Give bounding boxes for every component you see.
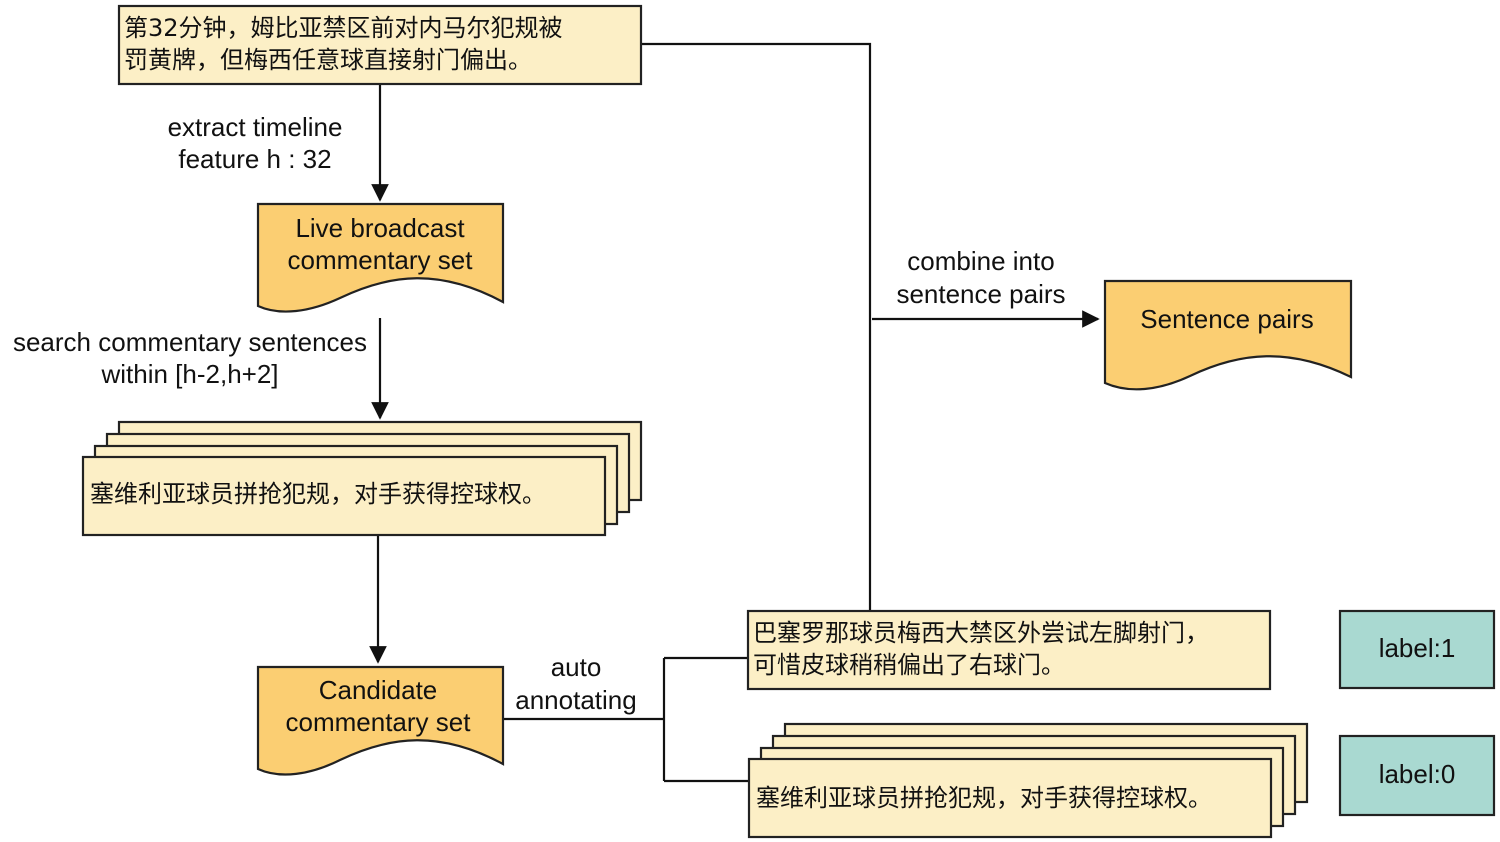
search-line-1: search commentary sentences [13,327,367,357]
source-box: 第32分钟，姆比亚禁区前对内马尔犯规被 罚黄牌，但梅西任意球直接射门偏出。 [117,4,643,86]
edge-label-search: search commentary sentences within [h-2,… [13,327,367,389]
candidate-line-1: Candidate [319,675,438,705]
candidate-line-2: commentary set [286,707,472,737]
connectors [369,42,1100,783]
edge-label-combine: combine into sentence pairs [896,246,1065,309]
edge-label-annotate: auto annotating [515,652,636,715]
positive-example-box: 巴塞罗那球员梅西大禁区外尝试左脚射门， 可惜皮球稍稍偏出了右球门。 [746,609,1272,691]
right-stacked-notes: 塞维利亚球员拼抢犯规，对手获得控球权。 [747,722,1309,839]
extract-line-2: feature h : 32 [178,144,331,174]
extract-line-1: extract timeline [168,112,343,142]
candidate-document: Candidate commentary set [256,665,505,776]
source-line-1: 第32分钟，姆比亚禁区前对内马尔犯规被 [124,14,563,42]
annotate-line-2: annotating [515,685,636,715]
line-source-to-combine [640,42,872,610]
right-stack-text: 塞维利亚球员拼抢犯规，对手获得控球权。 [756,784,1212,812]
source-line-2: 罚黄牌，但梅西任意球直接射门偏出。 [124,46,532,74]
label-positive-text: label:1 [1379,633,1456,663]
live-broadcast-document: Live broadcast commentary set [256,202,505,313]
label-positive: label:1 [1338,609,1496,690]
edge-label-extract: extract timeline feature h : 32 [168,112,343,174]
left-stack-text: 塞维利亚球员拼抢犯规，对手获得控球权。 [90,480,546,508]
search-line-2: within [h-2,h+2] [100,359,278,389]
label-negative: label:0 [1338,734,1496,817]
annotate-line-1: auto [551,652,602,682]
sentence-pairs-label: Sentence pairs [1140,304,1313,334]
live-set-line-2: commentary set [288,245,474,275]
live-set-line-1: Live broadcast [295,213,465,243]
positive-line-1: 巴塞罗那球员梅西大禁区外尝试左脚射门， [753,619,1209,647]
combine-line-2: sentence pairs [896,279,1065,309]
positive-line-2: 可惜皮球稍稍偏出了右球门。 [753,651,1065,679]
combine-line-1: combine into [907,246,1054,276]
label-negative-text: label:0 [1379,759,1456,789]
sentence-pairs-document: Sentence pairs [1103,279,1353,391]
left-stacked-notes: 塞维利亚球员拼抢犯规，对手获得控球权。 [81,420,643,537]
